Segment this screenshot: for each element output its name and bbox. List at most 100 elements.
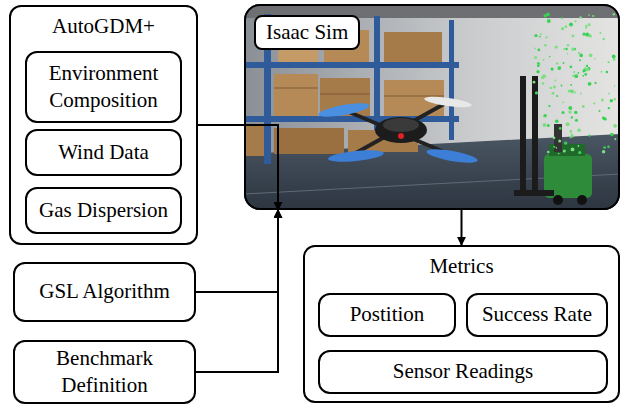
gas-particle xyxy=(563,150,566,153)
gas-particle xyxy=(571,48,574,51)
gas-particle xyxy=(606,71,609,74)
gas-particle xyxy=(603,146,606,149)
drone xyxy=(318,95,479,166)
gas-particle xyxy=(537,49,540,52)
gas-particle xyxy=(578,151,581,154)
gas-particle xyxy=(578,52,580,54)
gas-particle xyxy=(547,124,550,127)
gas-particle xyxy=(579,16,581,18)
gas-particle xyxy=(593,102,595,104)
gas-particle xyxy=(588,23,591,26)
gas-particle xyxy=(567,53,569,55)
gas-particle xyxy=(534,34,537,37)
connector-arrow xyxy=(461,210,463,245)
process-box: Environment Composition xyxy=(25,51,182,123)
pallet-truck xyxy=(514,76,592,205)
gas-particle xyxy=(556,147,558,149)
process-box: Postition xyxy=(318,293,456,337)
process-box: Sensor Readings xyxy=(318,350,608,394)
box-label: Benchmark Definition xyxy=(21,345,188,400)
gas-particle xyxy=(582,75,584,77)
simulator-panel: Isaac Sim xyxy=(244,4,620,210)
gas-particle xyxy=(612,55,616,59)
gas-particle xyxy=(613,13,615,15)
gas-particle xyxy=(585,25,588,28)
group-box: AutoGDM+Environment CompositionWind Data… xyxy=(9,5,198,245)
gas-particle xyxy=(536,70,539,73)
gas-particle xyxy=(543,114,547,118)
gas-particle xyxy=(602,150,605,153)
gas-particle xyxy=(592,15,594,17)
gas-particle xyxy=(614,98,616,100)
gas-particle xyxy=(568,110,571,113)
process-box: Gas Dispersion xyxy=(25,187,182,234)
box-label: Gas Dispersion xyxy=(39,197,168,224)
gas-particle xyxy=(570,137,572,139)
gas-particle xyxy=(570,90,572,92)
gas-particle xyxy=(571,134,574,137)
gas-particle xyxy=(568,89,571,92)
gas-particle xyxy=(554,80,556,82)
gas-particle xyxy=(586,65,588,67)
gas-particle xyxy=(544,14,547,17)
gas-particle xyxy=(559,127,562,130)
gas-particle xyxy=(544,114,547,117)
connector-arrow xyxy=(196,210,278,372)
gas-particle xyxy=(574,92,576,94)
box-heading: AutoGDM+ xyxy=(11,13,196,40)
gas-particle xyxy=(563,62,565,64)
gas-particle xyxy=(585,68,589,72)
gas-particle xyxy=(561,27,564,30)
gas-particle xyxy=(574,20,576,22)
gas-particle xyxy=(570,130,573,133)
gas-particle xyxy=(570,84,572,86)
shelf xyxy=(244,14,459,164)
gas-particle xyxy=(564,141,567,144)
group-box: MetricsPostitionSuccess RateSensor Readi… xyxy=(303,245,620,403)
gas-particle xyxy=(599,32,601,34)
box-label: Environment Composition xyxy=(33,60,174,115)
gas-particle xyxy=(565,25,568,28)
gas-particle xyxy=(607,145,610,148)
gas-particle xyxy=(573,71,575,73)
gas-particle xyxy=(555,120,559,124)
gas-particle xyxy=(558,153,560,155)
gas-particle xyxy=(552,92,555,95)
gas-particle xyxy=(608,61,610,63)
gas-particle xyxy=(553,146,555,148)
gas-particle xyxy=(613,124,617,128)
gas-particle xyxy=(545,36,547,38)
gas-particle xyxy=(588,14,590,16)
gas-particle xyxy=(558,140,561,143)
gas-particles xyxy=(533,13,617,155)
gas-particle xyxy=(543,59,545,61)
gas-particle xyxy=(575,119,578,122)
gas-particle xyxy=(580,93,582,95)
gas-particle xyxy=(570,90,574,94)
gas-particle xyxy=(574,111,577,114)
gas-particle xyxy=(551,68,554,71)
gas-particle xyxy=(574,74,578,78)
gas-particle xyxy=(594,58,596,60)
process-box: Success Rate xyxy=(466,293,608,337)
gas-particle xyxy=(562,101,564,103)
gas-particle xyxy=(570,65,573,68)
gas-particle xyxy=(589,54,593,58)
gas-particle xyxy=(534,47,536,49)
gas-particle xyxy=(568,106,572,110)
gas-particle xyxy=(571,148,575,152)
gas-particle xyxy=(603,38,605,40)
gas-particle xyxy=(613,58,616,61)
process-box: GSL Algorithm xyxy=(13,262,196,322)
gas-particle xyxy=(550,87,552,89)
box-label: Postition xyxy=(350,301,425,328)
gas-particle xyxy=(556,95,558,97)
connector-arrow xyxy=(196,210,278,292)
gas-particle xyxy=(557,66,561,70)
gas-particle xyxy=(555,45,558,48)
gas-particle xyxy=(561,17,563,19)
gas-particle xyxy=(565,48,567,50)
gas-particle xyxy=(582,33,585,36)
gas-particle xyxy=(542,82,545,85)
gas-particle xyxy=(541,76,544,79)
